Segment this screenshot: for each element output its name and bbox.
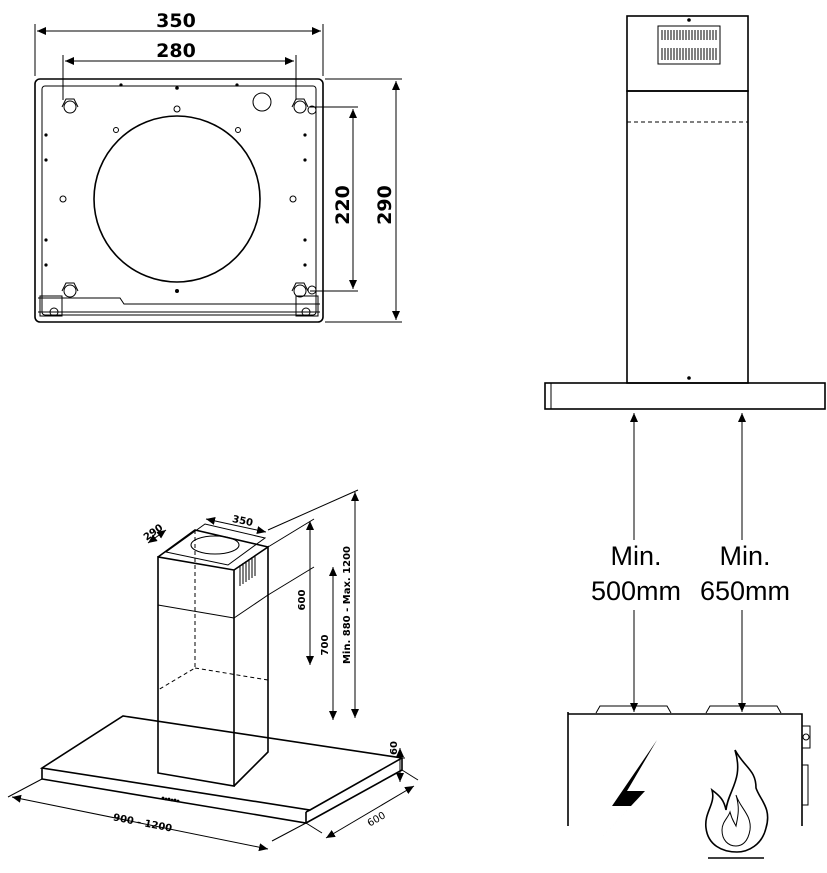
iso-dim-chimney-lower: 600 [297, 590, 308, 611]
dim-height-outer: 290 [374, 185, 396, 225]
duct-opening [93, 115, 261, 283]
iso-dim-total-range: Min. 880 - Max. 1200 [342, 546, 353, 664]
canopy-side [544, 382, 826, 410]
iso-dim-canopy-height: 60 [389, 741, 400, 755]
lightning-icon [592, 740, 657, 848]
plate-inner-outline [41, 85, 317, 316]
iso-duct-opening [190, 535, 240, 555]
chimney-side [233, 545, 269, 787]
plate-outline [34, 78, 324, 323]
dim-width-outer: 350 [156, 10, 196, 32]
dim-width-inner: 280 [156, 40, 196, 62]
top-view: 350 280 220 290 [34, 10, 402, 323]
iso-dim-depth-top: 290 [142, 522, 165, 543]
electric-min-label: Min. [610, 541, 661, 571]
chimney-lower [626, 90, 749, 384]
clearance-view: Min. 500mm Min. 650mm [544, 15, 826, 859]
dim-height-inner: 220 [332, 185, 354, 225]
iso-dim-canopy-width: 900 - 1200 [112, 812, 173, 834]
iso-vents [239, 555, 256, 586]
iso-dim-width-top: 350 [231, 514, 254, 529]
chimney-front [157, 556, 235, 787]
iso-dim-chimney-upper: 700 [320, 635, 331, 656]
hob-gas [705, 705, 782, 714]
gas-min-value: 650mm [700, 576, 790, 606]
flame-icon [705, 749, 769, 859]
gas-min-label: Min. [719, 541, 770, 571]
canopy-top [39, 715, 405, 811]
iso-view: 290 350 600 700 Min. 880 - Max. 1200 60 … [7, 489, 419, 852]
electric-min-value: 500mm [591, 576, 681, 606]
iso-dim-canopy-depth: 600 [366, 810, 388, 829]
chimney-vents [657, 25, 721, 65]
chimney-upper [626, 15, 749, 92]
hob-electric [595, 705, 672, 714]
